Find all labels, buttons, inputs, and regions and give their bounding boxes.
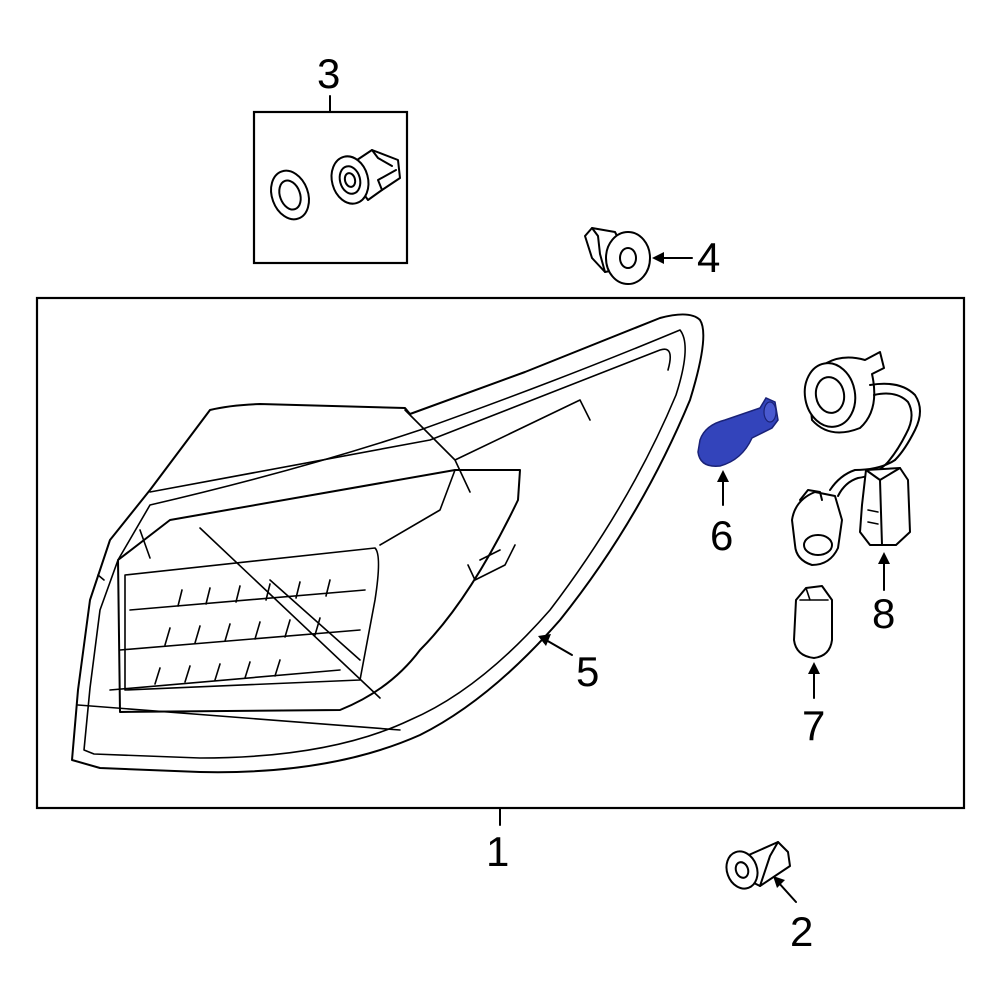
part-6-bulb-icon — [697, 397, 779, 467]
part-2-nut-icon — [725, 841, 791, 890]
callout-6-label: 6 — [710, 512, 733, 559]
callout-7-label: 7 — [802, 702, 825, 749]
callout-5-label: 5 — [576, 648, 599, 695]
tail-lamp-housing-icon — [71, 313, 705, 774]
part-3-grommet-icon — [270, 169, 310, 221]
callout-6-arrowhead — [717, 470, 729, 482]
part-8-socket-harness-icon — [791, 351, 921, 566]
callout-4-label: 4 — [697, 234, 720, 281]
callout-8-label: 8 — [872, 590, 895, 637]
callout-8-arrowhead — [878, 552, 890, 564]
callout-2-label: 2 — [790, 908, 813, 955]
callout-5-arrowhead — [538, 634, 551, 646]
callout-5-arrow — [545, 639, 573, 656]
callout-1-label: 1 — [486, 828, 509, 875]
callout-2-arrow — [777, 881, 797, 903]
callout-2-arrowhead — [773, 876, 785, 888]
callout-4-arrowhead — [652, 252, 664, 264]
callout-3-label: 3 — [317, 50, 340, 97]
part-7-bulb-icon — [793, 585, 833, 659]
callout-7-arrowhead — [808, 662, 820, 674]
part-3-retainer-icon — [330, 149, 401, 205]
part-4-nut-icon — [584, 227, 651, 285]
